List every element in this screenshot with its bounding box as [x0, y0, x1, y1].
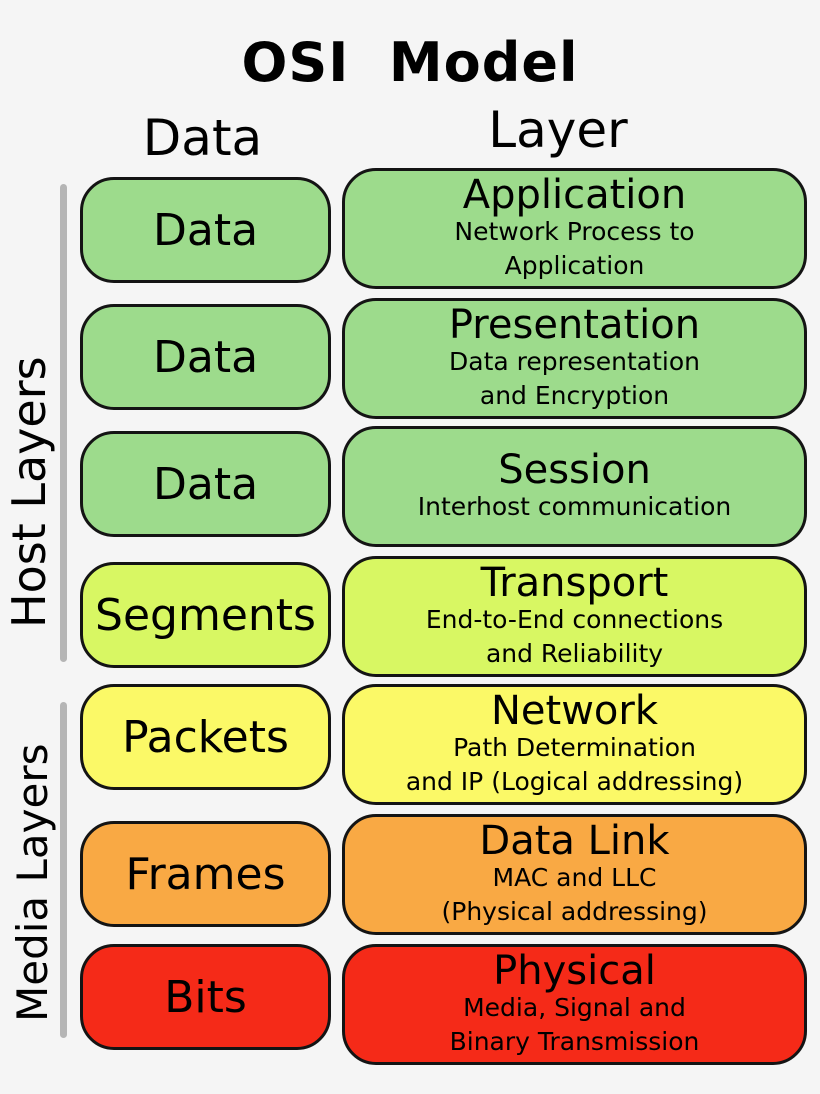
pdu-label: Segments: [95, 589, 316, 641]
pdu-box-data-link: Frames: [80, 821, 331, 927]
layer-desc-line2: (Physical addressing): [441, 896, 708, 926]
layer-column-header: Layer: [488, 101, 628, 159]
pdu-box-application: Data: [80, 177, 331, 283]
layer-desc-line1: Interhost communication: [417, 491, 732, 521]
pdu-label: Packets: [122, 711, 289, 763]
layer-box-session: Session Interhost communication: [342, 426, 807, 547]
pdu-box-physical: Bits: [80, 944, 331, 1050]
layer-desc-line1: Network Process to: [454, 216, 695, 246]
pdu-box-session: Data: [80, 431, 331, 537]
layer-name: Data Link: [479, 817, 670, 864]
layer-desc-line1: Data representation: [449, 346, 700, 376]
host-layers-bracket: [60, 184, 67, 662]
layer-box-application: Application Network Process to Applicati…: [342, 168, 807, 289]
layer-desc-line2: and Encryption: [479, 380, 670, 410]
layer-desc-line2: and Reliability: [485, 638, 664, 668]
media-layers-label: Media Layers: [8, 743, 57, 1022]
layer-name: Transport: [480, 559, 669, 606]
layer-box-physical: Physical Media, Signal and Binary Transm…: [342, 944, 807, 1065]
diagram-title: OSI Model: [241, 31, 579, 94]
host-layers-label: Host Layers: [2, 356, 56, 628]
layer-desc-line1: End-to-End connections: [425, 604, 724, 634]
data-column-header: Data: [142, 109, 263, 167]
layer-name: Network: [490, 687, 658, 734]
layer-box-data-link: Data Link MAC and LLC (Physical addressi…: [342, 814, 807, 935]
pdu-box-network: Packets: [80, 684, 331, 790]
pdu-label: Data: [152, 331, 259, 383]
layer-name: Presentation: [448, 301, 701, 348]
layer-desc-line1: MAC and LLC: [492, 862, 657, 892]
layer-desc-line1: Path Determination: [453, 732, 696, 762]
layer-desc-line2: Binary Transmission: [449, 1026, 700, 1056]
pdu-label: Bits: [164, 971, 247, 1023]
layer-box-network: Network Path Determination and IP (Logic…: [342, 684, 807, 805]
layer-name: Application: [462, 171, 687, 218]
pdu-box-transport: Segments: [80, 562, 331, 668]
layer-desc-line2: Application: [504, 250, 645, 280]
layer-name: Physical: [493, 947, 656, 994]
layer-desc-line1: Media, Signal and: [463, 992, 686, 1022]
layer-desc-line2: and IP (Logical addressing): [405, 766, 744, 796]
layer-name: Session: [498, 446, 651, 493]
pdu-label: Data: [152, 204, 259, 256]
media-layers-bracket: [60, 702, 67, 1038]
layer-box-transport: Transport End-to-End connections and Rel…: [342, 556, 807, 677]
pdu-label: Frames: [125, 848, 286, 900]
pdu-label: Data: [152, 458, 259, 510]
layer-box-presentation: Presentation Data representation and Enc…: [342, 298, 807, 419]
pdu-box-presentation: Data: [80, 304, 331, 410]
